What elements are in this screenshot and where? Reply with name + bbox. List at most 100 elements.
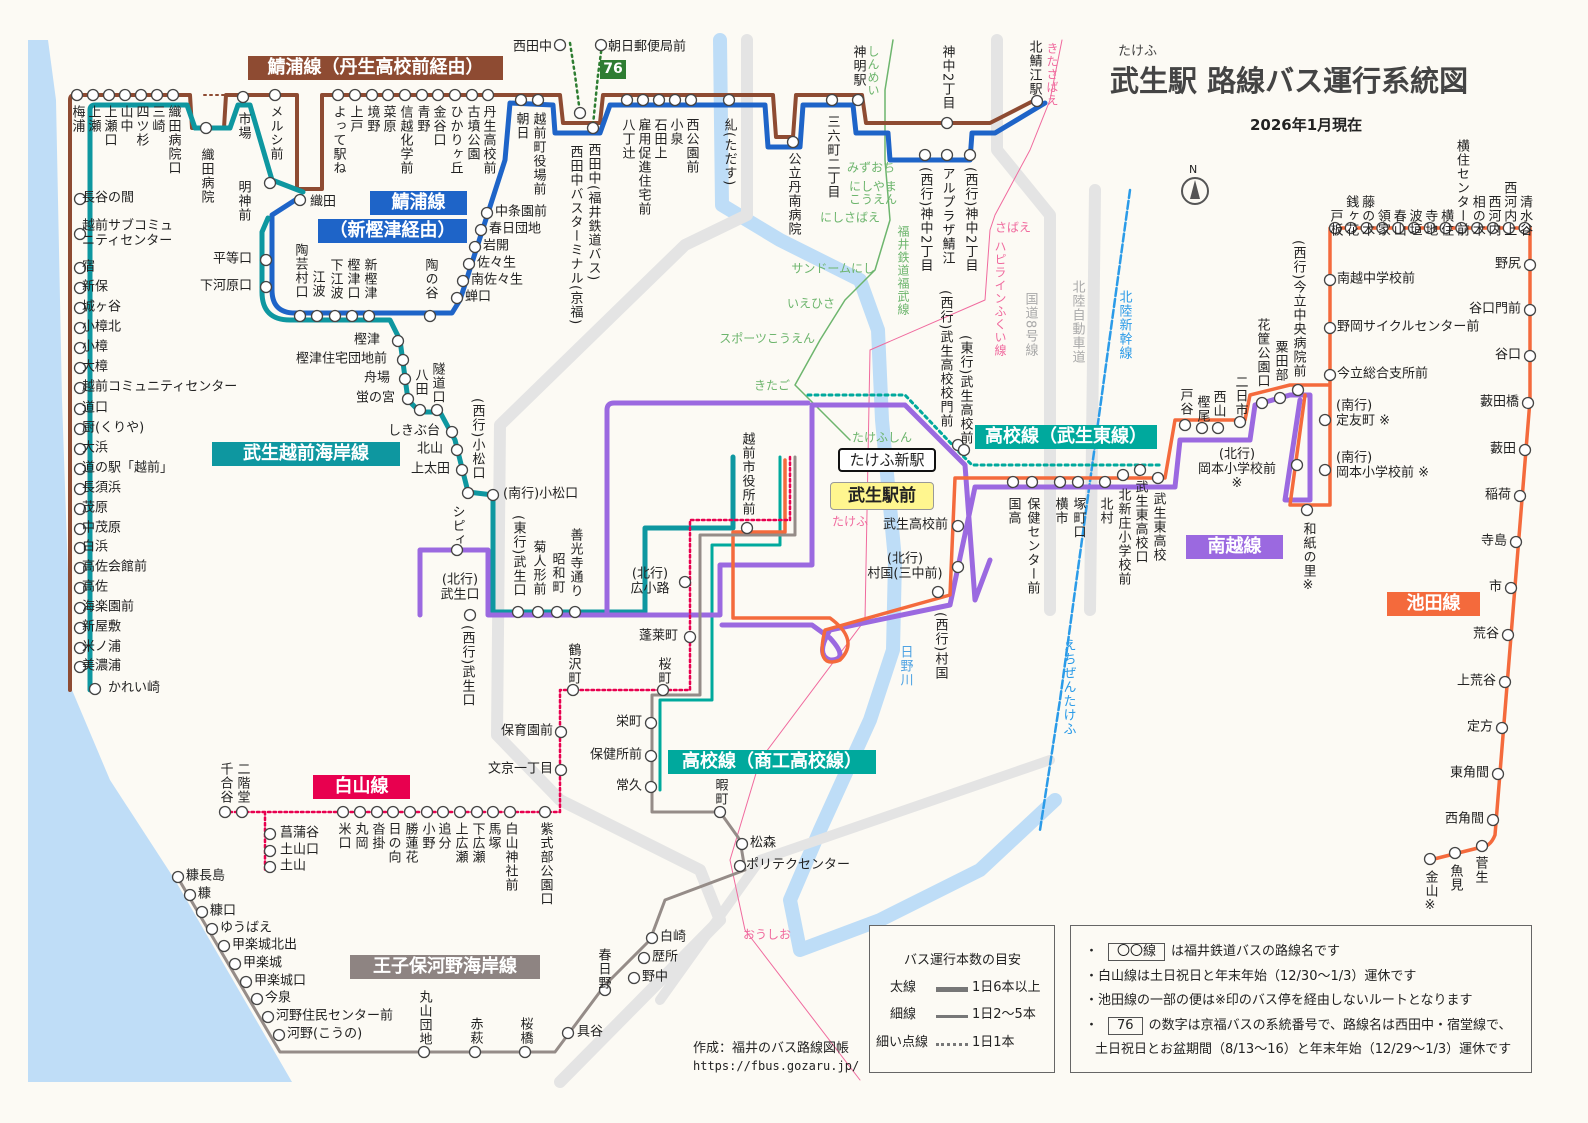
bus-stop-marker[interactable] [1328,221,1342,235]
bus-stop-marker[interactable] [199,121,213,135]
bus-stop-marker[interactable] [951,560,965,574]
bus-stop-marker[interactable] [1178,418,1192,432]
bus-stop-marker[interactable] [430,403,444,417]
bus-stop-marker[interactable] [1273,391,1287,405]
bus-stop-marker[interactable] [236,90,250,104]
bus-stop-marker[interactable] [1521,396,1535,410]
bus-stop-marker[interactable] [195,905,209,919]
bus-stop-marker[interactable] [217,939,231,953]
bus-stop-marker[interactable] [73,341,87,355]
bus-stop-marker[interactable] [1255,396,1269,410]
bus-stop-marker[interactable] [656,683,670,697]
bus-stop-marker[interactable] [531,605,545,619]
bus-stop-marker[interactable] [470,805,484,819]
bus-stop-marker[interactable] [538,805,552,819]
bus-stop-marker[interactable] [420,805,434,819]
bus-stop-marker[interactable] [250,992,264,1006]
bus-stop-marker[interactable] [310,309,324,323]
bus-stop-marker[interactable] [566,683,580,697]
bus-stop-marker[interactable] [1323,368,1337,382]
bus-stop-marker[interactable] [73,502,87,516]
bus-stop-marker[interactable] [1071,475,1085,489]
bus-stop-marker[interactable] [259,253,273,267]
bus-stop-marker[interactable] [134,88,148,102]
bus-stop-marker[interactable] [86,88,100,102]
bus-stop-marker[interactable] [450,543,464,557]
bus-stop-marker[interactable] [713,805,727,819]
bus-stop-marker[interactable] [1471,221,1484,235]
bus-stop-marker[interactable] [1486,221,1500,235]
bus-stop-marker[interactable] [465,88,479,102]
bus-stop-marker[interactable] [73,581,87,595]
bus-stop-marker[interactable] [73,402,87,416]
bus-stop-marker[interactable] [786,135,800,149]
bus-stop-marker[interactable] [1211,421,1225,435]
bus-stop-marker[interactable] [1501,628,1515,642]
bus-stop-marker[interactable] [73,541,87,555]
bus-stop-marker[interactable] [272,1028,286,1042]
bus-stop-marker[interactable] [102,88,116,102]
bus-stop-marker[interactable] [1513,489,1527,503]
bus-stop-marker[interactable] [1448,846,1462,860]
bus-stop-marker[interactable] [1133,463,1147,477]
bus-stop-marker[interactable] [453,805,467,819]
bus-stop-marker[interactable] [183,888,197,902]
bus-stop-marker[interactable] [637,951,651,965]
bus-stop-marker[interactable] [851,93,865,107]
bus-stop-marker[interactable] [918,148,932,162]
bus-stop-marker[interactable] [403,805,417,819]
bus-stop-marker[interactable] [398,372,412,386]
bus-stop-marker[interactable] [1502,221,1515,235]
bus-stop-marker[interactable] [171,870,185,884]
bus-stop-marker[interactable] [1098,475,1112,489]
bus-stop-marker[interactable] [1523,349,1537,363]
bus-stop-marker[interactable] [1439,221,1452,235]
bus-stop-marker[interactable] [668,93,682,107]
bus-stop-marker[interactable] [1290,458,1304,472]
bus-stop-marker[interactable] [740,521,754,535]
bus-stop-marker[interactable] [1300,503,1314,517]
bus-stop-marker[interactable] [1006,475,1020,489]
bus-stop-marker[interactable] [263,176,277,190]
bus-stop-marker[interactable] [445,425,459,439]
bus-stop-marker[interactable] [1423,852,1437,866]
bus-stop-marker[interactable] [620,93,634,107]
bus-stop-marker[interactable] [1523,303,1537,317]
bus-stop-marker[interactable] [348,88,362,102]
bus-stop-marker[interactable] [1518,221,1531,235]
bus-stop-marker[interactable] [518,1045,532,1059]
bus-stop-marker[interactable] [468,1045,482,1059]
bus-stop-marker[interactable] [1509,535,1523,549]
bus-stop-marker[interactable] [150,88,164,102]
bus-stop-marker[interactable] [568,605,582,619]
bus-stop-marker[interactable] [450,291,464,305]
bus-stop-marker[interactable] [1518,443,1532,457]
bus-stop-marker[interactable] [1486,813,1500,827]
bus-stop-marker[interactable] [1423,221,1436,235]
bus-stop-marker[interactable] [73,361,87,375]
credit-url[interactable]: https://fbus.gozaru.jp/ [693,1058,860,1073]
bus-stop-marker[interactable] [70,88,84,102]
bus-stop-marker[interactable] [448,88,462,102]
bus-stop-marker[interactable] [678,575,692,589]
bus-stop-marker[interactable] [1376,221,1389,235]
bus-stop-marker[interactable] [940,116,954,130]
bus-stop-marker[interactable] [554,725,568,739]
bus-stop-marker[interactable] [398,88,412,102]
bus-stop-marker[interactable] [228,957,242,971]
bus-stop-marker[interactable] [293,309,307,323]
bus-stop-marker[interactable] [386,805,400,819]
bus-stop-marker[interactable] [825,93,839,107]
bus-stop-marker[interactable] [1025,475,1039,489]
bus-stop-marker[interactable] [636,93,650,107]
bus-stop-marker[interactable] [353,805,367,819]
bus-stop-marker[interactable] [1323,321,1337,335]
bus-stop-marker[interactable] [940,148,954,162]
bus-stop-marker[interactable] [594,38,608,52]
bus-stop-marker[interactable] [1233,415,1247,429]
bus-stop-marker[interactable] [598,983,612,997]
bus-stop-marker[interactable] [1360,221,1373,235]
bus-stop-marker[interactable] [396,353,410,367]
bus-stop-marker[interactable] [73,601,87,615]
bus-stop-marker[interactable] [263,844,277,858]
